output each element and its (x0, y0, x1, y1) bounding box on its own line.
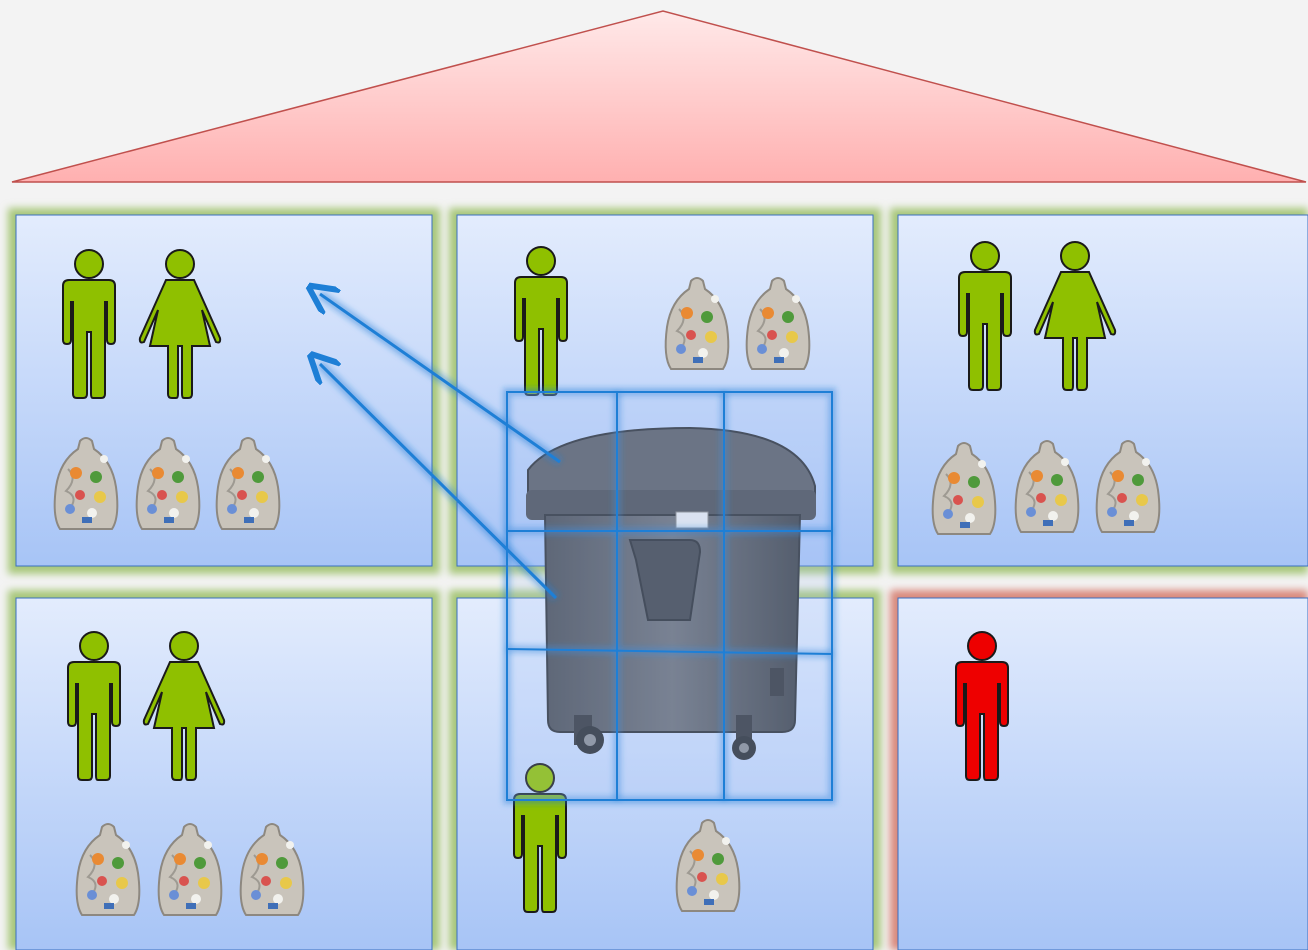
apartment-bottom-left (8, 590, 440, 950)
apartment-bottom-right-alert (890, 590, 1308, 950)
house-roof (12, 11, 1306, 182)
